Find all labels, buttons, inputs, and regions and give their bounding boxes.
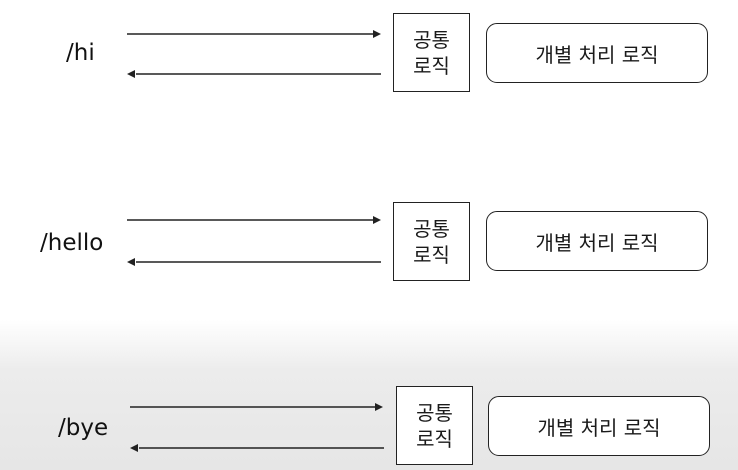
common-logic-label-line1: 공통 <box>416 400 453 425</box>
individual-logic-label: 개별 처리 로직 <box>535 230 659 255</box>
request-arrowhead <box>373 30 381 38</box>
individual-logic-box: 개별 처리 로직 <box>486 23 708 83</box>
request-response-arrows <box>127 216 381 266</box>
common-logic-label-line2: 로직 <box>416 426 453 451</box>
request-response-arrows <box>127 30 381 78</box>
common-logic-box: 공통 로직 <box>393 13 470 92</box>
route-label: /bye <box>58 415 109 441</box>
request-response-arrows <box>130 403 384 452</box>
response-arrowhead <box>127 258 135 266</box>
individual-logic-box: 개별 처리 로직 <box>486 211 708 271</box>
common-logic-label-line2: 로직 <box>413 242 450 267</box>
route-label: /hi <box>66 40 95 66</box>
individual-logic-label: 개별 처리 로직 <box>537 415 661 440</box>
route-flow-hi: /hi 공통 로직 개별 처리 로직 <box>0 8 738 98</box>
common-logic-box: 공통 로직 <box>396 386 473 465</box>
request-arrowhead <box>375 403 383 411</box>
common-logic-label-line1: 공통 <box>413 216 450 241</box>
common-logic-label-line1: 공통 <box>413 27 450 52</box>
route-flow-hello: /hello 공통 로직 개별 처리 로직 <box>0 196 738 286</box>
request-arrowhead <box>373 216 381 224</box>
response-arrowhead <box>127 70 135 78</box>
common-logic-label-line2: 로직 <box>413 53 450 78</box>
route-flow-bye: /bye 공통 로직 개별 처리 로직 <box>0 381 738 470</box>
common-logic-box: 공통 로직 <box>393 202 470 281</box>
individual-logic-box: 개별 처리 로직 <box>488 396 710 456</box>
individual-logic-label: 개별 처리 로직 <box>535 42 659 67</box>
response-arrowhead <box>130 444 138 452</box>
route-label: /hello <box>40 230 104 256</box>
